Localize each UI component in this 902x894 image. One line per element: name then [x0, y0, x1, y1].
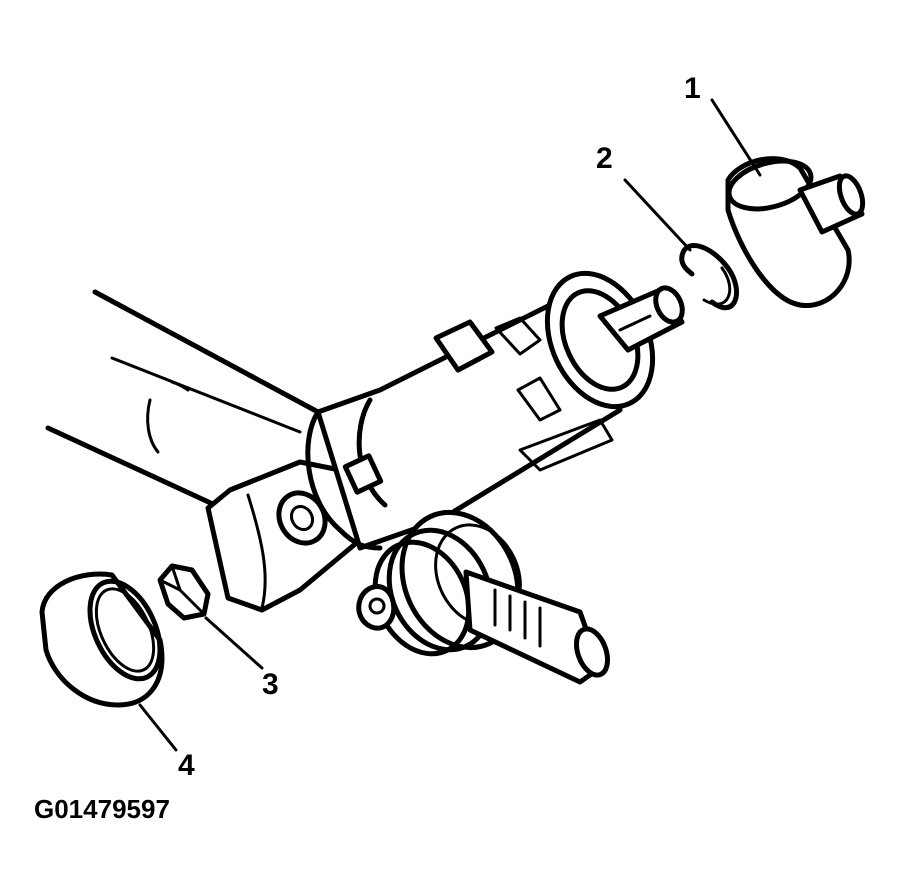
part-3-nut [157, 563, 211, 621]
figure-id: G01479597 [34, 794, 170, 824]
input-shaft [597, 285, 685, 353]
callout-1: 1 [684, 72, 701, 105]
part-4-seal-cap [39, 571, 165, 708]
leader-lines [138, 98, 762, 752]
part-2-snap-ring [679, 243, 739, 311]
rack-housing [45, 289, 321, 508]
valve-housing [305, 297, 623, 551]
leader-line-3 [204, 616, 264, 670]
leader-line-4 [138, 703, 178, 752]
part-1-dust-cover [725, 156, 866, 309]
callout-3: 3 [262, 668, 279, 701]
pinion-shaft [463, 569, 611, 685]
callout-4: 4 [178, 749, 195, 782]
leader-line-2 [623, 178, 692, 252]
callout-2: 2 [596, 142, 613, 175]
leader-line-1 [710, 98, 762, 177]
housing-end-block [205, 459, 363, 613]
